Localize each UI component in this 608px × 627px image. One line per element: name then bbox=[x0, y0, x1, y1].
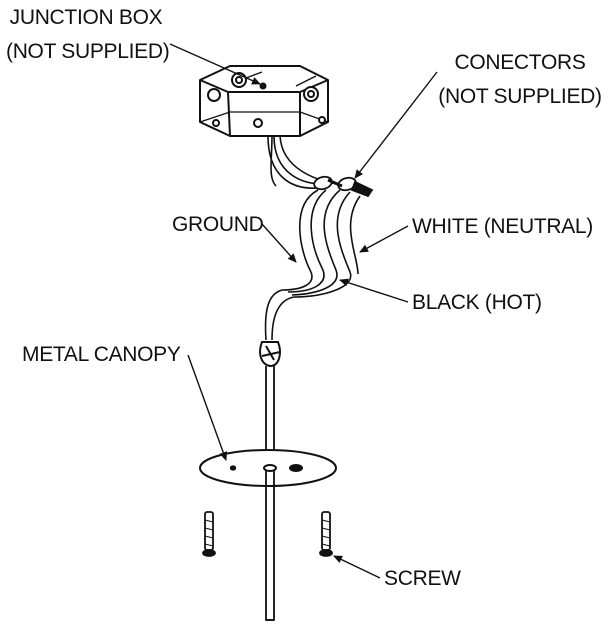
leader-connectors bbox=[354, 71, 438, 179]
screw-label: SCREW bbox=[384, 567, 461, 590]
leader-screw bbox=[333, 555, 381, 579]
junction-box-label-line2: (NOT SUPPLIED) bbox=[6, 40, 170, 63]
junction-box bbox=[199, 65, 329, 137]
leader-metal-canopy bbox=[187, 354, 228, 461]
screw-left bbox=[202, 511, 216, 557]
connectors-label: CONECTORS (NOT SUPPLIED) bbox=[438, 50, 602, 110]
strain-relief bbox=[259, 341, 281, 368]
leader-ground bbox=[261, 223, 297, 263]
white-neutral-label: WHITE (NEUTRAL) bbox=[412, 215, 593, 238]
screw-right bbox=[319, 511, 333, 557]
fixture-wires bbox=[264, 189, 361, 341]
black-hot-label: BLACK (HOT) bbox=[412, 291, 542, 314]
leader-lines bbox=[169, 43, 438, 579]
connectors-label-line2: (NOT SUPPLIED) bbox=[438, 85, 602, 108]
metal-canopy-plate bbox=[199, 449, 337, 487]
leader-junction-box bbox=[169, 43, 261, 85]
supply-wires bbox=[267, 135, 351, 189]
ground-label: GROUND bbox=[172, 213, 264, 236]
junction-box-label-line1: JUNCTION BOX bbox=[9, 6, 163, 29]
leader-black bbox=[339, 278, 409, 303]
junction-box-label: JUNCTION BOX (NOT SUPPLIED) bbox=[6, 5, 170, 65]
wire-connectors bbox=[313, 175, 374, 198]
stem-rod bbox=[265, 366, 275, 621]
connectors-label-line1: CONECTORS bbox=[454, 51, 586, 74]
leader-white bbox=[359, 225, 409, 253]
metal-canopy-label: METAL CANOPY bbox=[22, 343, 181, 366]
